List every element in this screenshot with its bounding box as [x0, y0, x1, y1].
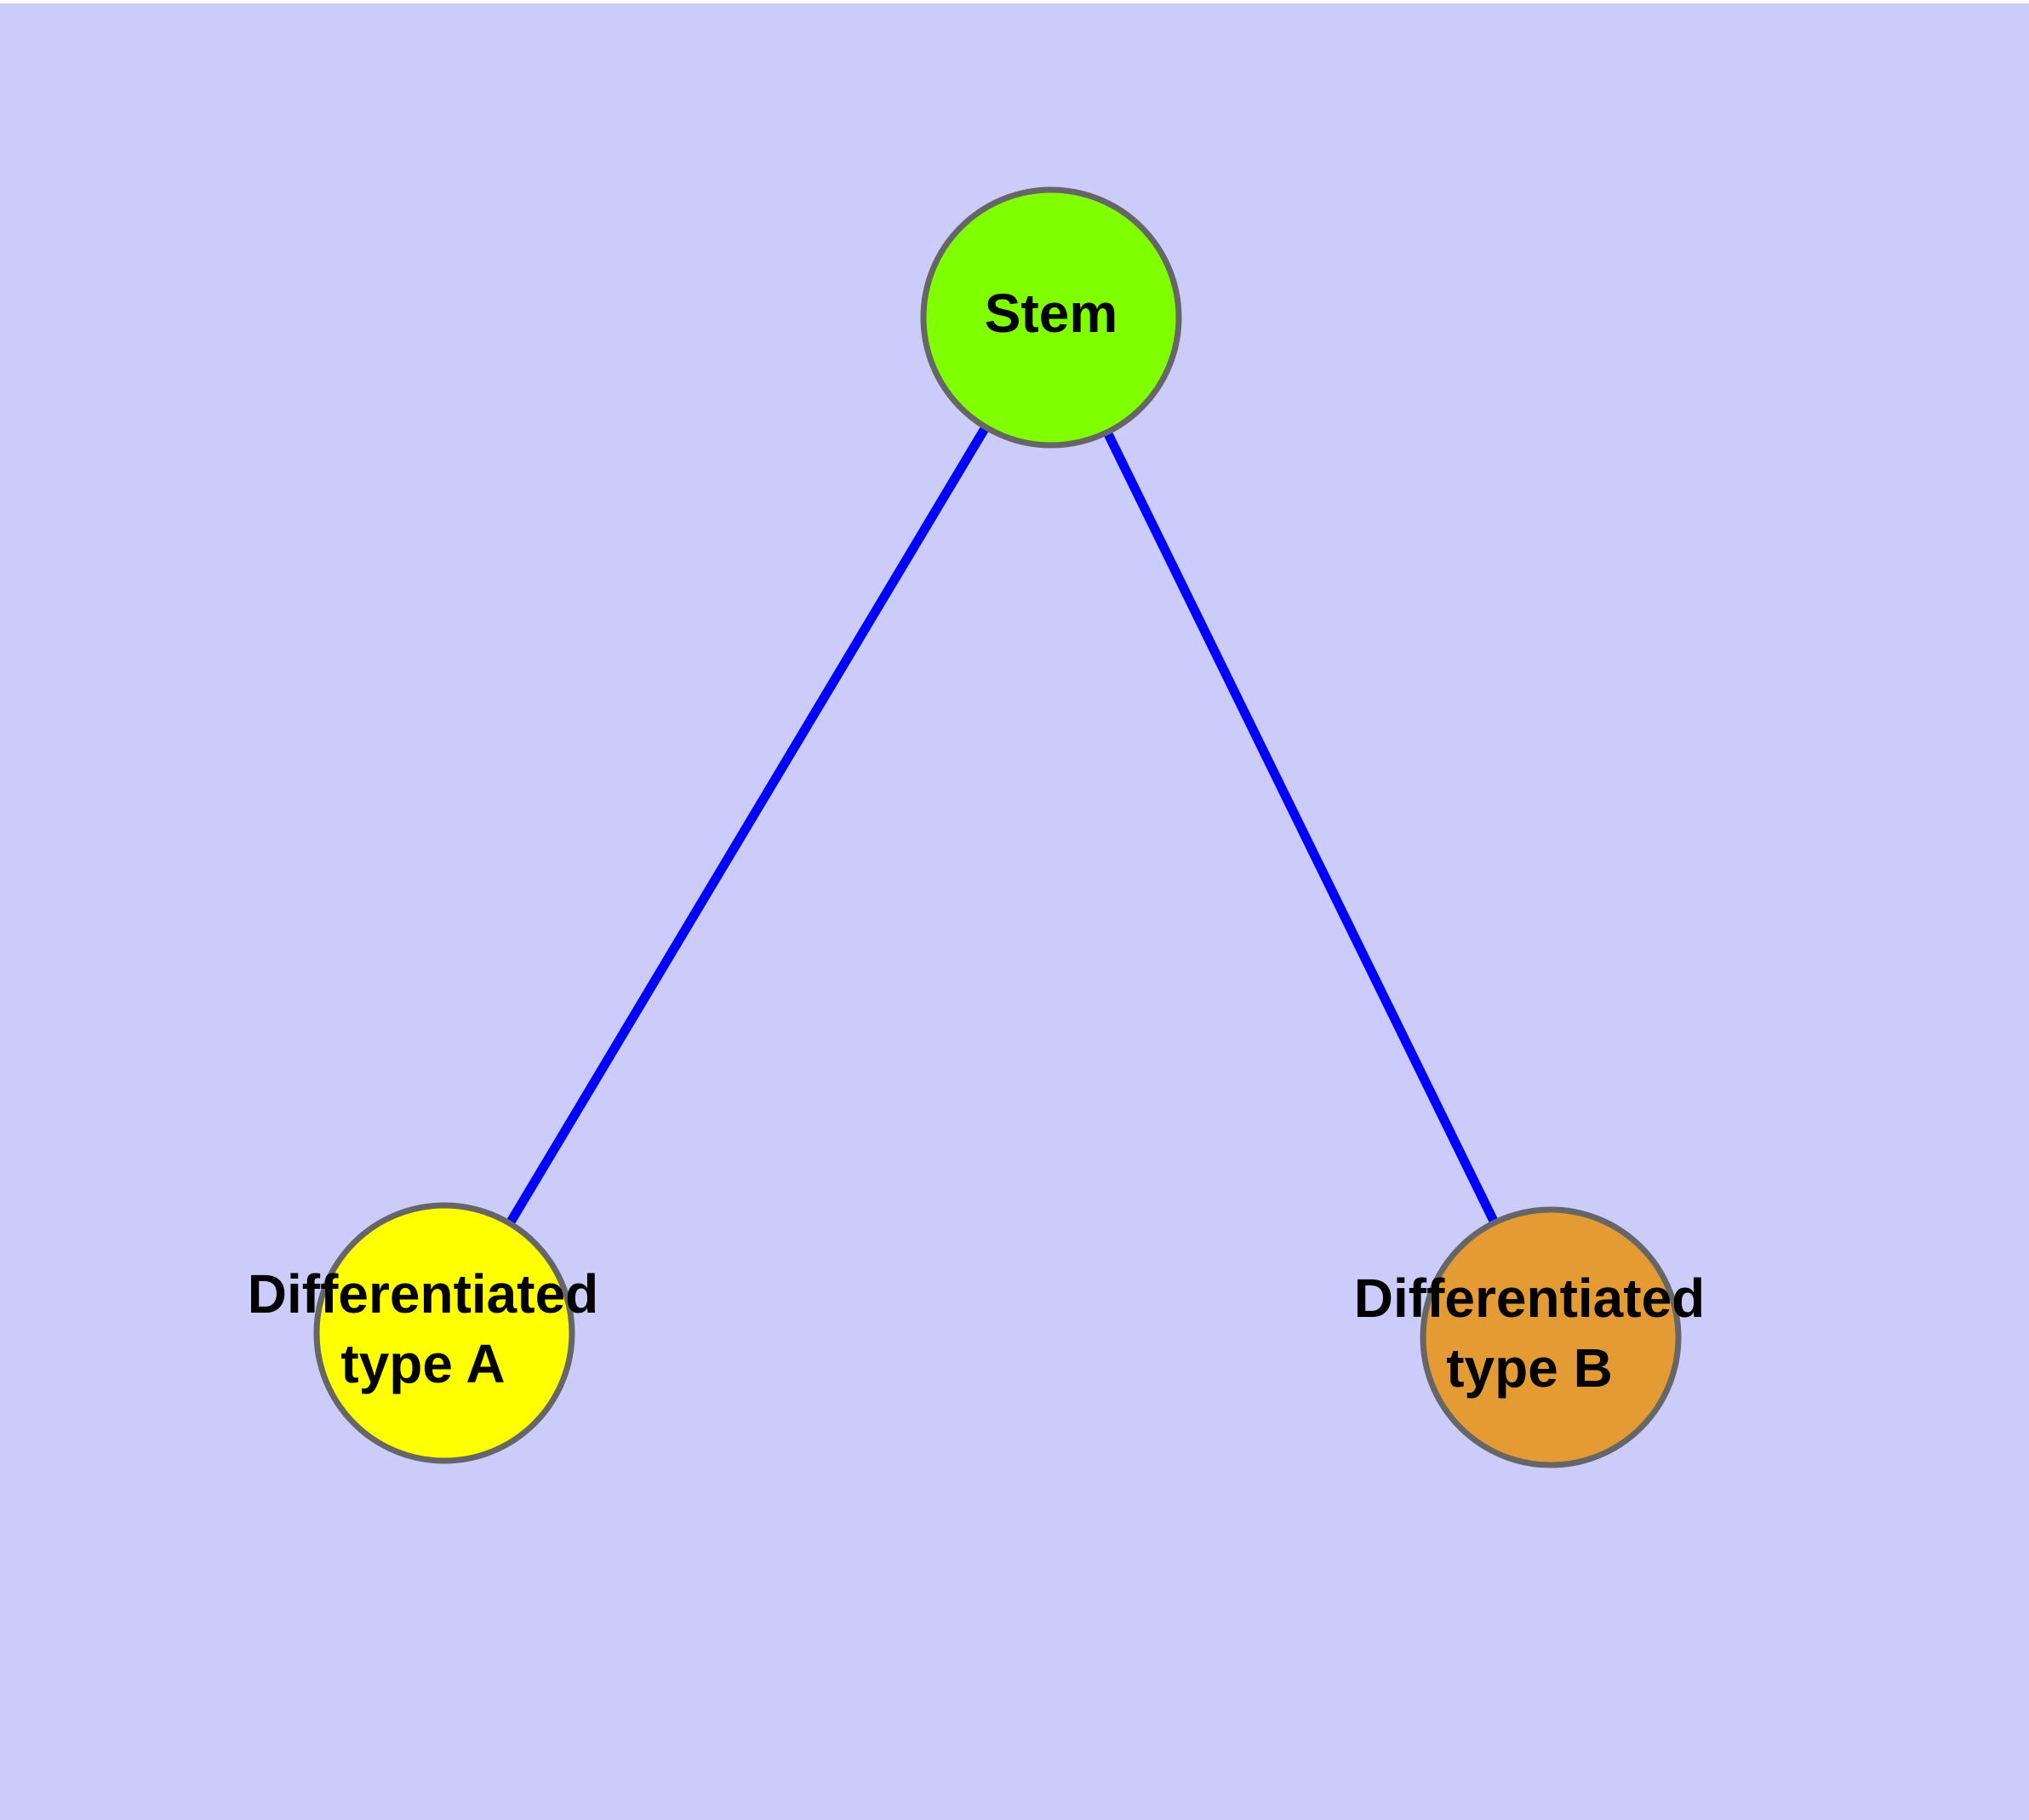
node-label-diff_a: Differentiated type A: [248, 1263, 599, 1394]
node-label-stem: Stem: [985, 283, 1118, 344]
node-circle-diff_a[interactable]: [313, 1202, 575, 1464]
node-label-diff_b: Differentiated type B: [1354, 1268, 1706, 1399]
graph-edge-stem-to-diff_a[interactable]: [504, 421, 992, 1229]
node-label-line: Stem: [985, 283, 1118, 344]
node-circle-stem[interactable]: [920, 186, 1182, 449]
graph-edge-stem-to-diff_b[interactable]: [1101, 426, 1500, 1228]
edges-layer: [504, 421, 1500, 1229]
graph-node-diff_b[interactable]: Differentiated type B: [1354, 1206, 1706, 1468]
node-label-line: type B: [1446, 1337, 1613, 1399]
graph-node-diff_a[interactable]: Differentiated type A: [248, 1202, 599, 1464]
node-label-line: type A: [340, 1333, 505, 1394]
node-circle-diff_b[interactable]: [1420, 1206, 1682, 1468]
node-label-line: Differentiated: [248, 1263, 599, 1325]
graph-node-stem[interactable]: Stem: [920, 186, 1182, 449]
node-label-line: Differentiated: [1354, 1268, 1706, 1329]
